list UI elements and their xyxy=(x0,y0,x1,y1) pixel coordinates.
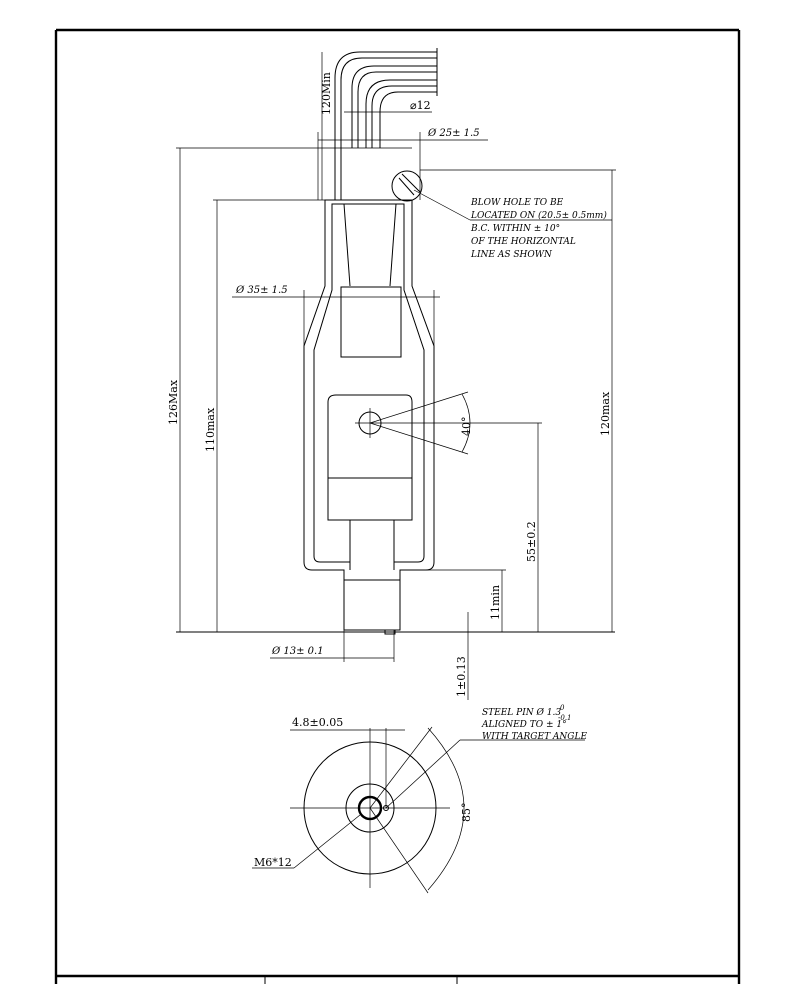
label-pin-spacing: 4.8±0.05 xyxy=(292,716,343,729)
note-blow-hole-line: LOCATED ON (20.5± 0.5mm) xyxy=(470,210,607,221)
label-body-dia: Ø 35± 1.5 xyxy=(235,285,288,296)
note-blow-hole-line: LINE AS SHOWN xyxy=(470,250,553,260)
note-blow-hole: BLOW HOLE TO BE LOCATED ON (20.5± 0.5mm)… xyxy=(470,198,607,260)
note-blow-hole-line: BLOW HOLE TO BE xyxy=(470,198,564,208)
note-blow-hole-line: B.C. WITHIN ± 10° xyxy=(470,224,560,234)
sensor-housing xyxy=(176,170,615,635)
label-angle: 40° xyxy=(460,417,473,437)
label-pin-offset: 1±0.13 xyxy=(455,656,468,697)
note-steel-pin-tol-upper: 0 xyxy=(560,704,565,712)
note-steel-pin-line: ALIGNED TO ± 1° xyxy=(481,720,567,730)
note-steel-pin-line: WITH TARGET ANGLE xyxy=(482,732,587,742)
label-overall-max: 126Max xyxy=(167,379,180,425)
note-steel-pin: STEEL PIN Ø 1.3 0 -0.1 ALIGNED TO ± 1° W… xyxy=(481,704,587,742)
label-right-max: 120max xyxy=(599,391,612,436)
sheet-frame xyxy=(54,28,741,984)
label-top-dia: Ø 25± 1.5 xyxy=(427,128,480,139)
dimension-labels: 120Min ⌀12 Ø 25± 1.5 Ø 35± 1.5 126Max 11… xyxy=(167,72,612,869)
dimension-lines xyxy=(176,52,616,700)
note-steel-pin-line: STEEL PIN Ø 1.3 xyxy=(482,707,561,718)
note-steel-pin-tol-lower: -0.1 xyxy=(558,714,572,722)
label-sensor-pos: 55±0.2 xyxy=(525,521,538,562)
label-body-max: 110max xyxy=(204,407,217,452)
label-lead-min: 120Min xyxy=(320,72,333,115)
label-wire-dia: ⌀12 xyxy=(410,99,431,112)
label-stem-dia: Ø 13± 0.1 xyxy=(271,646,324,657)
lead-wires xyxy=(334,48,438,200)
label-thread: M6*12 xyxy=(254,856,292,869)
bottom-view xyxy=(252,726,585,894)
note-blow-hole-line: OF THE HORIZONTAL xyxy=(471,237,576,247)
label-arc-angle: 85° xyxy=(460,803,473,823)
label-stem-min: 11min xyxy=(489,585,502,620)
